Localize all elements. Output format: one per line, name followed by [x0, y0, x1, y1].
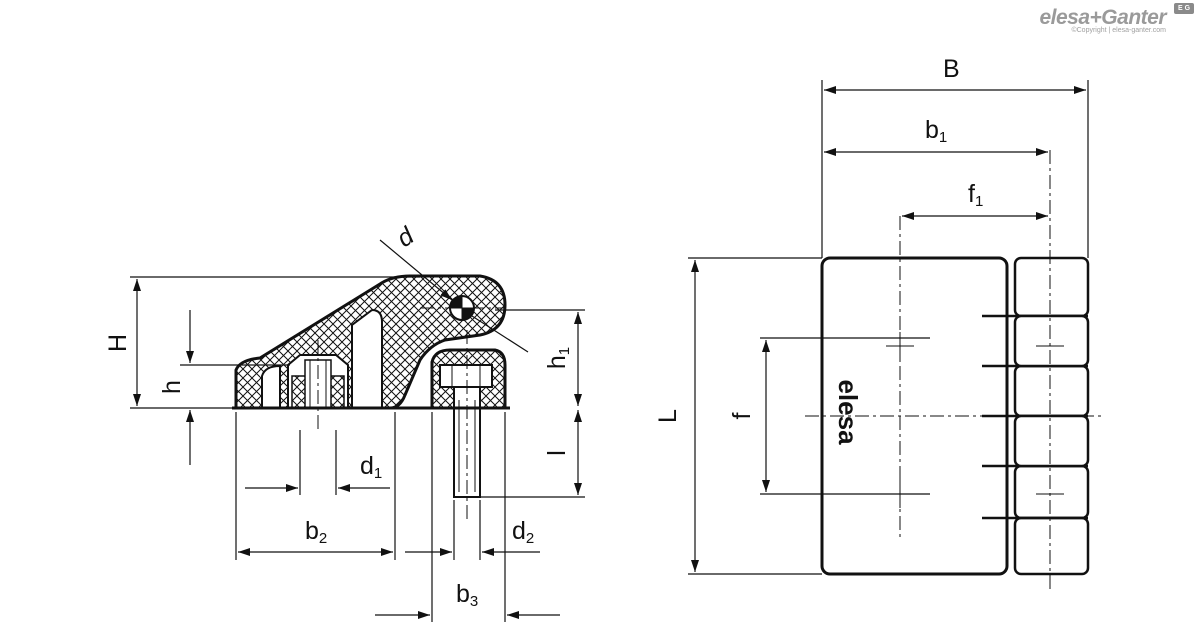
logo-brand: elesa+Ganter	[1039, 6, 1166, 29]
label-h1: h1	[543, 347, 573, 369]
label-d: d	[392, 221, 420, 253]
logo-copyright: ©Copyright | elesa-ganter.com	[1071, 27, 1166, 34]
serrations	[982, 256, 1090, 576]
elesa-ganter-logo: elesa+Ganter ©Copyright | elesa-ganter.c…	[1039, 6, 1166, 34]
label-d1: d1	[360, 452, 382, 482]
label-L: L	[654, 409, 682, 423]
label-b3: b3	[456, 580, 478, 610]
label-H: H	[104, 334, 132, 352]
label-d2: d2	[512, 517, 534, 547]
label-f: f	[728, 412, 756, 419]
side-centerlines	[317, 307, 505, 520]
label-b1: b1	[925, 116, 947, 146]
label-B: B	[943, 55, 960, 83]
label-l: l	[543, 450, 571, 456]
cavity-slot	[351, 308, 383, 409]
part-logo-mark: elesa	[833, 379, 863, 445]
cavity-left	[261, 364, 281, 409]
side-view	[232, 274, 510, 498]
side-dimension-lines	[130, 239, 585, 622]
label-h: h	[158, 380, 186, 394]
logo-badge: E G	[1174, 3, 1194, 14]
bolt-head	[439, 364, 493, 388]
top-dimension-lines	[688, 80, 1089, 575]
label-b2: b2	[305, 517, 327, 547]
label-f1: f1	[968, 180, 983, 210]
